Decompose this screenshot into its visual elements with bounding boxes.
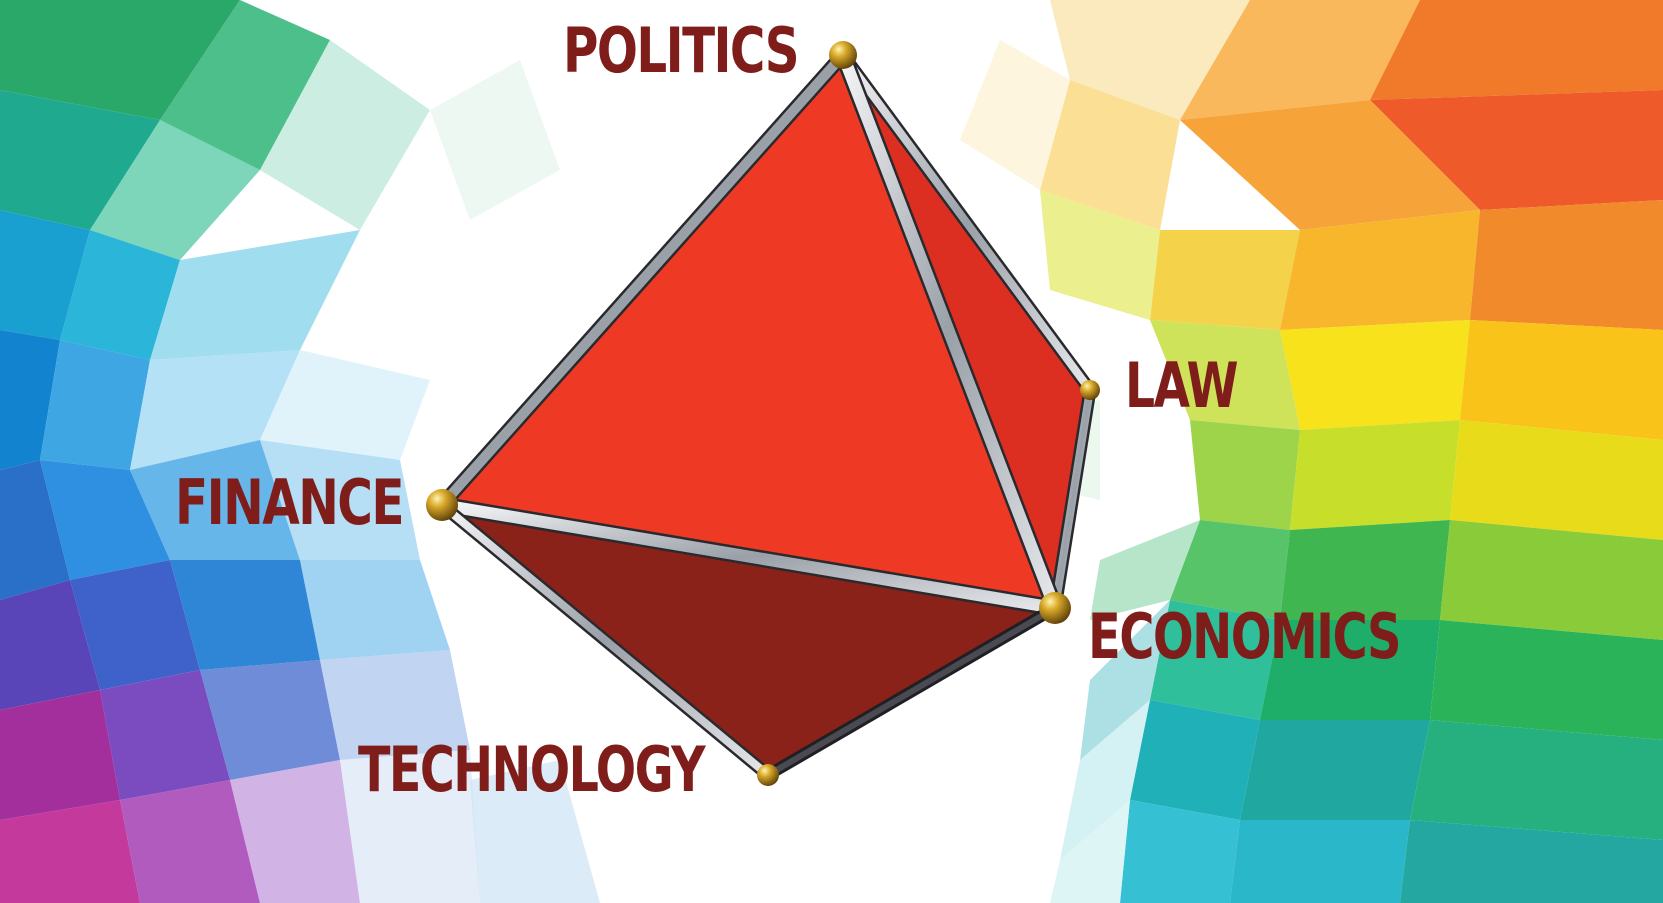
polyhedron-nodes <box>426 41 1100 786</box>
node-economics <box>1039 592 1071 624</box>
polyhedron-edges <box>433 46 1097 782</box>
node-technology <box>757 764 779 786</box>
label-law: LAW <box>1125 349 1237 422</box>
vertex-labels: POLITICS LAW FINANCE ECONOMICS TECHNOLOG… <box>175 14 1402 806</box>
label-finance: FINANCE <box>175 466 403 539</box>
face-bottom <box>442 505 1055 775</box>
node-politics <box>829 41 857 69</box>
node-law <box>1080 380 1100 400</box>
label-politics: POLITICS <box>563 14 798 87</box>
label-technology: TECHNOLOGY <box>358 733 706 806</box>
label-economics: ECONOMICS <box>1088 600 1400 673</box>
node-finance <box>426 489 458 521</box>
face-front <box>442 55 1055 608</box>
